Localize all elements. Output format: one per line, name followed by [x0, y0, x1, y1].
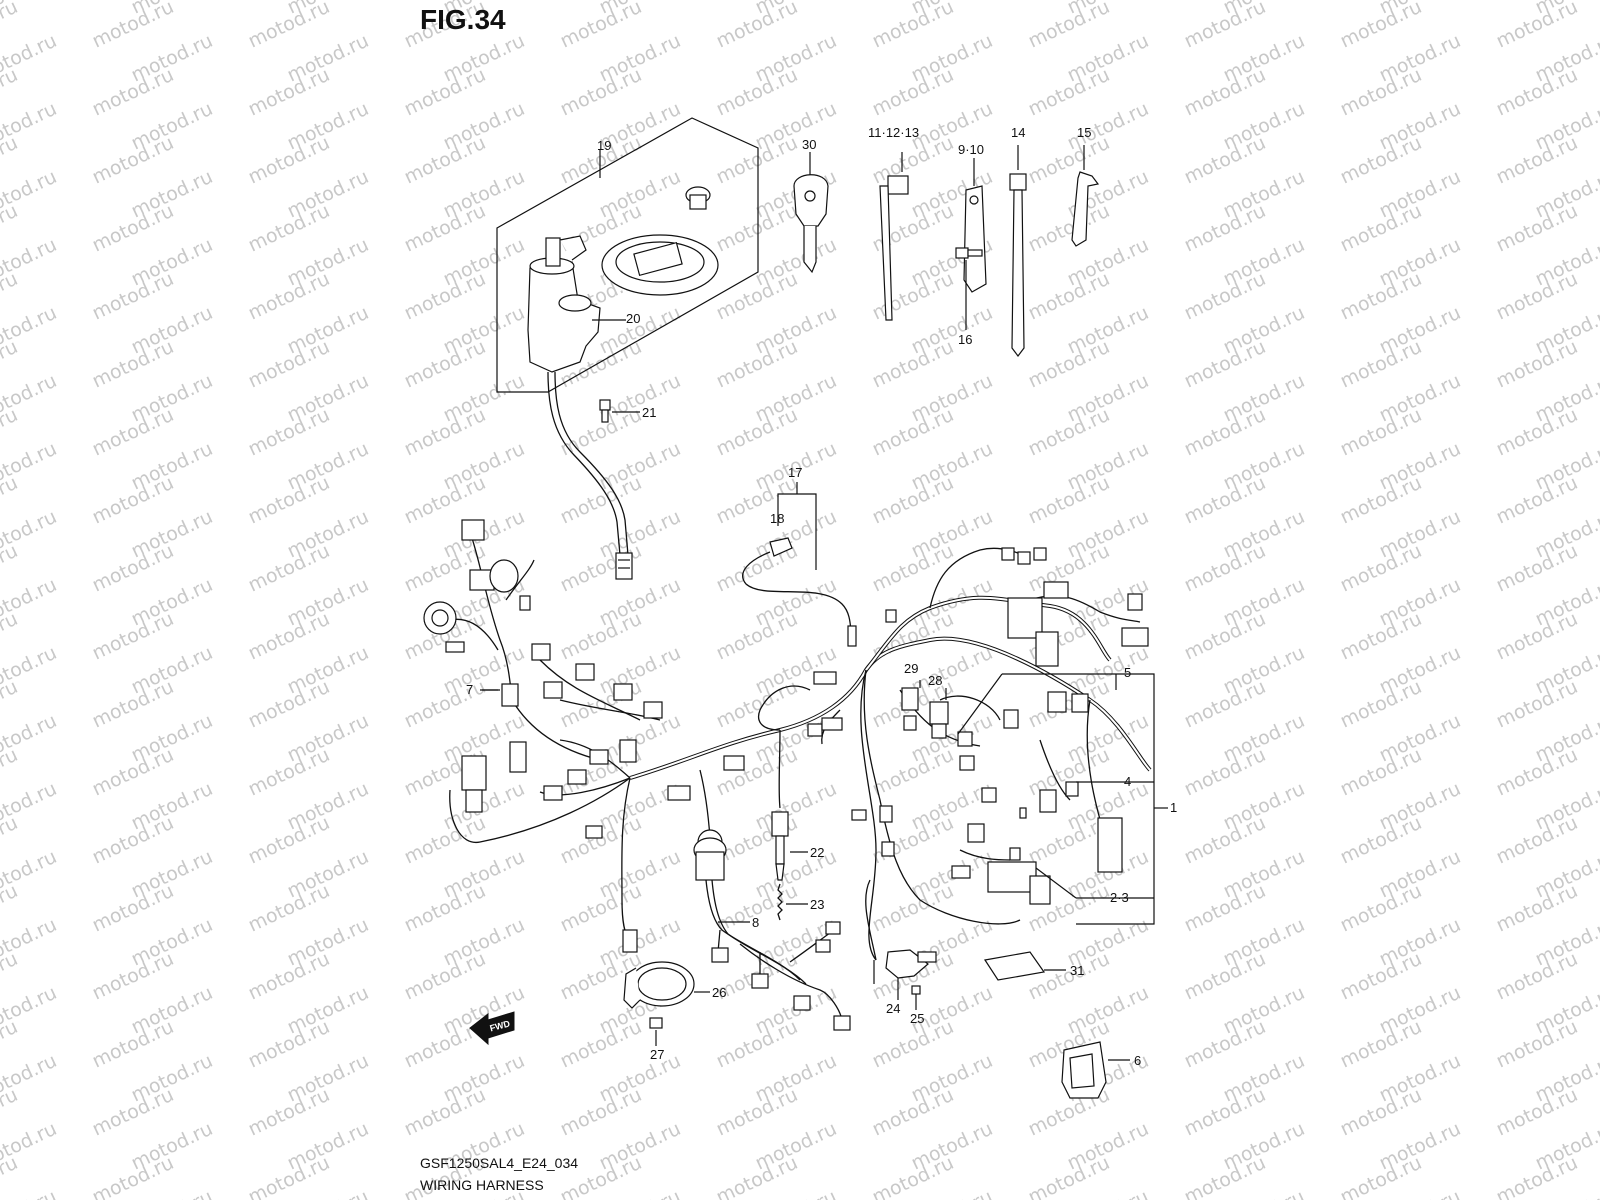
callout-28: 28 — [928, 673, 943, 688]
callout-18: 18 — [770, 511, 785, 526]
callout-6: 6 — [1134, 1053, 1142, 1068]
callout-29: 29 — [904, 661, 919, 676]
clamp-9-10 — [963, 158, 987, 293]
callout-26: 26 — [712, 985, 727, 1000]
clamp-11-12-13 — [879, 152, 909, 321]
callout-7: 7 — [466, 682, 474, 697]
callout-4: 4 — [1124, 774, 1132, 789]
callout-25: 25 — [910, 1011, 925, 1026]
callout-19: 19 — [597, 138, 612, 153]
diagram-code: GSF1250SAL4_E24_034 — [420, 1155, 579, 1171]
callout-15: 15 — [1077, 125, 1092, 140]
callout-21: 21 — [642, 405, 657, 420]
callout-bracket-1 — [957, 673, 1168, 925]
sensor-wire-18 — [742, 537, 857, 647]
horn-26 — [623, 961, 710, 1046]
callout-bracket-17 — [777, 482, 817, 570]
callout-30: 30 — [802, 137, 817, 152]
key-blank-30 — [793, 152, 829, 274]
cover-6 — [1061, 1041, 1130, 1099]
central-connectors — [807, 609, 1089, 879]
right-connectors — [987, 547, 1149, 905]
ignition-switch-part — [527, 235, 633, 580]
callout-1: 1 — [1170, 800, 1178, 815]
figure-label: FIG.34 — [420, 4, 506, 35]
fuel-cap-part — [601, 186, 719, 296]
left-harness-branch — [423, 519, 663, 761]
callout-16: 16 — [958, 332, 973, 347]
bolt-16 — [955, 247, 983, 330]
callout-23: 23 — [810, 897, 825, 912]
callout-14: 14 — [1011, 125, 1026, 140]
clamp-15 — [1071, 145, 1100, 247]
cable-tie-14 — [1009, 145, 1027, 357]
callout-24: 24 — [886, 1001, 901, 1016]
label-plate-31 — [984, 951, 1066, 981]
leader-lines — [480, 680, 947, 984]
sensor-22-spring-23 — [771, 811, 808, 921]
callout-5: 5 — [1124, 665, 1132, 680]
callout-11-12-13: 11·12·13 — [868, 125, 920, 140]
sensor-24-bolt-25 — [865, 879, 937, 1010]
callout-17: 17 — [788, 465, 803, 480]
callout-20: 20 — [626, 311, 641, 326]
fwd-arrow: FWD — [469, 1011, 515, 1046]
callout-9-10: 9·10 — [958, 142, 985, 157]
diagram-title: WIRING HARNESS — [420, 1177, 544, 1193]
callout-8: 8 — [752, 915, 760, 930]
callout-31: 31 — [1070, 963, 1085, 978]
ignition-set-box — [496, 117, 759, 393]
callout-27: 27 — [650, 1047, 665, 1062]
bolt-21 — [599, 399, 640, 423]
callout-2-3: 2·3 — [1110, 890, 1129, 905]
callout-22: 22 — [810, 845, 825, 860]
sub-harness-8 — [693, 837, 851, 1031]
